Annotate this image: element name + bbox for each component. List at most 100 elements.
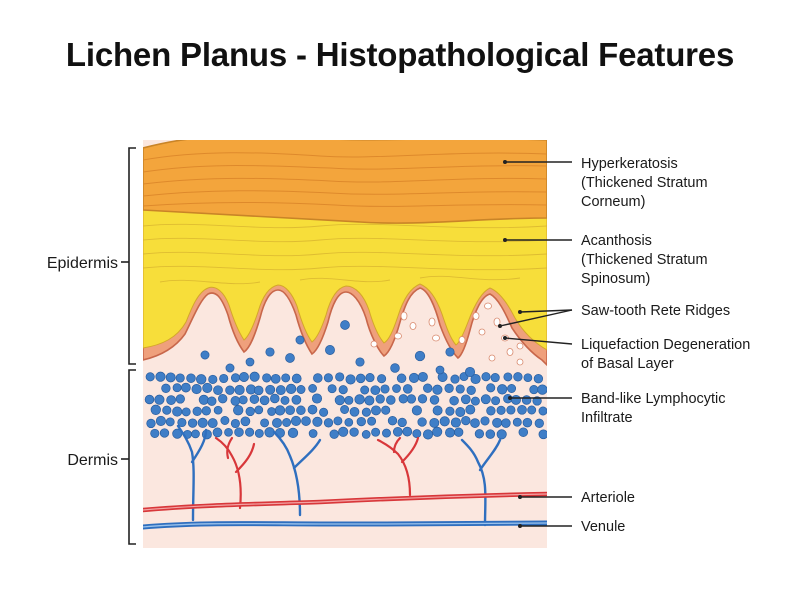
lymphocyte-cell (259, 395, 270, 406)
brackets (121, 147, 136, 545)
lymphocyte-cell (287, 427, 299, 439)
keratin-lines (143, 152, 547, 207)
lymphocyte-cell (470, 418, 480, 428)
lymphocyte-cell (340, 405, 350, 414)
lymphocyte-cell (349, 406, 360, 417)
lymphocyte-cell (432, 384, 443, 395)
leader-lines (499, 161, 573, 527)
lymphocyte-cell (245, 406, 255, 417)
lymphocyte-cell (412, 429, 422, 439)
lymphocyte-cell (219, 373, 229, 384)
lymphocyte-cell (396, 373, 407, 384)
lymphocyte-cell (445, 427, 455, 438)
lymphocyte-cell (333, 416, 343, 426)
lymphocyte-cell (327, 384, 337, 394)
lymphocyte-cell (187, 418, 198, 428)
lymphocyte-cell (390, 363, 400, 373)
lymphocyte-cell (517, 404, 527, 415)
lymphocyte-cell (455, 384, 465, 394)
lymphocyte-cell (492, 417, 503, 428)
page-title: Lichen Planus - Histopathological Featur… (65, 36, 735, 73)
lymphocyte-cell (537, 384, 547, 395)
lymphocyte-cell (364, 395, 375, 406)
lymphocyte-cell (338, 385, 348, 395)
lymphocyte-cell (154, 394, 165, 405)
lymphocyte-cell (496, 405, 506, 415)
lymphocyte-cell (406, 394, 417, 404)
spinosum-cell-pattern (143, 223, 547, 285)
lymphocyte-cell (220, 416, 230, 425)
lymphocyte-cell (367, 416, 377, 426)
lymphocyte-cell (285, 405, 295, 416)
lymphocyte-cell (225, 385, 235, 395)
lymphocyte-cell (323, 418, 334, 428)
lymphocyte-cell (146, 418, 156, 429)
lymphocyte-cell (155, 371, 166, 382)
lymphocyte-cell (161, 383, 171, 393)
lymphocyte-cell (491, 396, 501, 406)
lymphocyte-cell (386, 395, 396, 405)
lymphocyte-cell (296, 385, 306, 394)
lymphocyte-cell (177, 417, 187, 428)
label-rete-ridges: Saw-tooth Rete Ridges (581, 303, 730, 319)
lymphocyte-cell (249, 371, 260, 382)
lymphocyte-cell (533, 374, 544, 384)
feature-labels: Hyperkeratosis (Thickened Stratum Corneu… (581, 156, 754, 535)
lymphocyte-cell (238, 395, 248, 405)
venule-branches (176, 424, 502, 527)
lymphocyte-cell (523, 373, 533, 383)
epidermis-bracket (128, 147, 136, 365)
lymphocyte-cell (381, 405, 391, 415)
lymphocyte-cell (240, 416, 251, 427)
lymphocyte-cell (245, 357, 255, 367)
lymphocyte-cell (375, 394, 385, 404)
lymphocyte-cell (397, 417, 407, 428)
lymphocyte-cell (311, 393, 323, 404)
tissue-section (143, 140, 547, 548)
lymphocyte-cell (162, 405, 172, 415)
lymphocyte-cell (355, 357, 365, 367)
lymphocyte-cell (296, 405, 306, 416)
lymphocyte-cell (272, 417, 282, 428)
lymphocyte-cell (274, 405, 286, 416)
lymphocyte-cell (522, 417, 533, 428)
lymphocyte-cell (450, 374, 460, 384)
lymphocyte-cell (361, 430, 371, 439)
lymphocyte-cell (181, 382, 191, 393)
blood-vessels (143, 424, 547, 530)
label-acanthosis: Acanthosis (Thickened Stratum Spinosum) (581, 233, 712, 287)
lymphocyte-cell (392, 426, 403, 437)
label-hyperkeratosis: Hyperkeratosis (Thickened Stratum Corneu… (581, 156, 712, 210)
lymphocyte-cell (365, 373, 375, 383)
label-liquefaction: Liquefaction Degeneration of Basal Layer (581, 337, 754, 372)
lymphocyte-cell (538, 406, 547, 416)
lymphocyte-cell (290, 415, 302, 426)
lymphocyte-cell (254, 428, 264, 438)
lymphocyte-cell (445, 347, 455, 357)
lymphocyte-cell (460, 394, 471, 405)
lymphocyte-cell (354, 394, 365, 405)
lymphocyte-cell (267, 407, 276, 416)
lymphocyte-cell (186, 373, 196, 383)
lymphocyte-cell (280, 395, 290, 405)
lymphocyte-cell (392, 384, 401, 393)
lymphocyte-cell (344, 395, 354, 405)
lymphocyte-cell (196, 374, 207, 385)
lymphocyte-cell (230, 396, 241, 406)
lymphocyte-cell (308, 384, 317, 393)
lymphocyte-cell (466, 385, 476, 395)
lymphocyte-cell (239, 372, 249, 382)
lymphocyte-cell (230, 418, 240, 429)
lymphocyte-cell (432, 426, 443, 437)
label-venule: Venule (581, 519, 625, 535)
lymphocyte-cell (281, 373, 291, 383)
lymphocyte-cell (249, 394, 260, 404)
lymphocyte-cell (265, 384, 276, 395)
lymphocyte-cell (417, 394, 428, 404)
lymphocyte-cell (387, 416, 398, 426)
lymphocyte-cell (445, 406, 455, 416)
lymphocyte-cell (334, 395, 345, 406)
lymphocyte-cell (270, 373, 281, 384)
lymphocyte-cell (534, 418, 544, 428)
lymphocyte-cell (218, 394, 228, 404)
